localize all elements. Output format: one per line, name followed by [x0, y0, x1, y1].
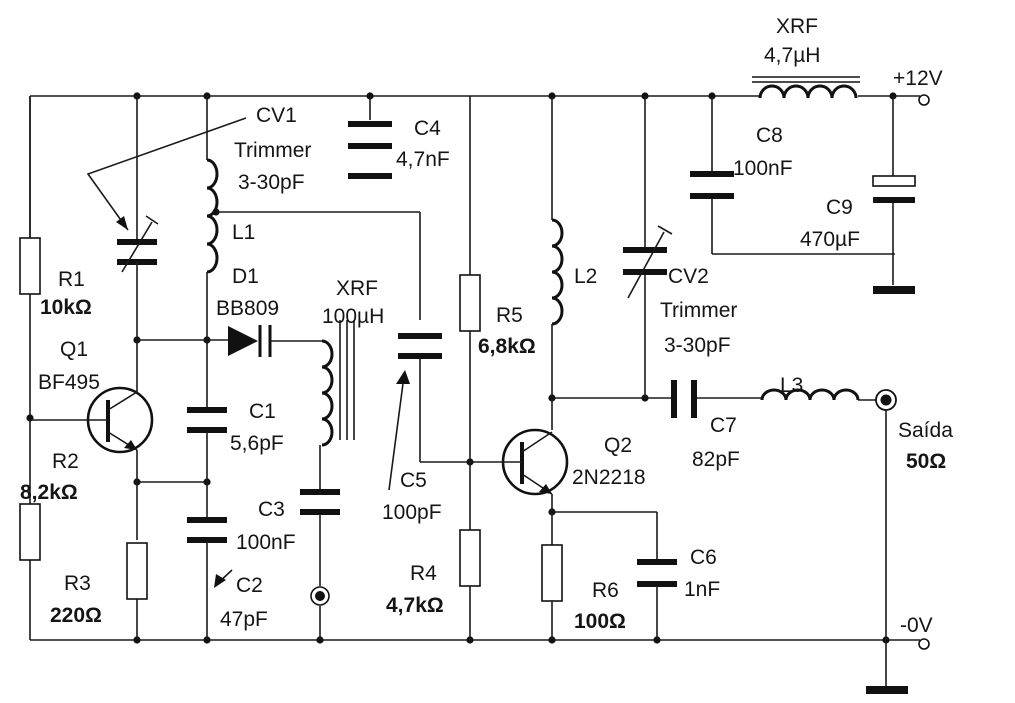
label-c7-name: C7 — [710, 414, 737, 437]
capacitor-c1 — [137, 340, 227, 518]
label-r3-name: R3 — [64, 572, 91, 595]
resistor-r4 — [459, 529, 481, 640]
label-r4-name: R4 — [410, 562, 437, 585]
label-c6-value: 1nF — [684, 578, 720, 601]
label-c9-name: C9 — [826, 196, 853, 219]
label-xrf-top-name: XRF — [776, 15, 818, 38]
capacitor-c3 — [300, 489, 340, 640]
label-cv2-type: Trimmer — [660, 299, 737, 322]
capacitor-c7 — [552, 380, 762, 418]
label-cv1-value: 3-30pF — [238, 171, 305, 194]
capacitor-c9 — [872, 96, 916, 294]
label-c5-name: C5 — [400, 469, 427, 492]
capacitor-c4 — [348, 96, 392, 179]
label-l1-name: L1 — [232, 221, 255, 244]
label-c6-name: C6 — [690, 546, 717, 569]
label-xrf-top-value: 4,7µH — [764, 44, 820, 67]
label-c1-name: C1 — [249, 400, 276, 423]
label-l2-name: L2 — [574, 265, 597, 288]
resistor-r2 — [19, 503, 41, 561]
resistor-r5 — [459, 96, 481, 530]
resistor-r6 — [541, 544, 563, 640]
label-d1-name: D1 — [232, 265, 259, 288]
label-cv2-name: CV2 — [668, 265, 709, 288]
label-cv2-value: 3-30pF — [664, 334, 731, 357]
label-q1-name: Q1 — [60, 338, 88, 361]
label-r6-value: 100Ω — [574, 610, 626, 633]
label-xrf-mid-name: XRF — [336, 277, 378, 300]
label-c4-value: 4,7nF — [396, 148, 450, 171]
capacitor-c5 — [388, 333, 500, 491]
capacitor-c2 — [187, 517, 233, 640]
label-d1-value: BB809 — [216, 297, 279, 320]
label-supply: +12V — [893, 67, 943, 90]
inductor-l1 — [206, 96, 421, 340]
inductor-l3 — [760, 388, 876, 401]
label-r5-value: 6,8kΩ — [478, 335, 536, 358]
choke-xrf-4-7uh — [752, 76, 860, 99]
label-c8-name: C8 — [756, 124, 783, 147]
resistor-r1 — [19, 96, 41, 295]
resistor-r3 — [126, 542, 148, 640]
capacitor-c8 — [690, 96, 895, 255]
label-l3-name: L3 — [780, 374, 803, 397]
transistor-q2 — [500, 428, 658, 560]
transistor-q1 — [30, 340, 154, 540]
label-r3-value: 220Ω — [50, 604, 102, 627]
label-c3-name: C3 — [258, 498, 285, 521]
component-labels: CV1 Trimmer 3-30pF C4 4,7nF XRF 4,7µH +1… — [20, 15, 953, 637]
label-c8-value: 100nF — [733, 157, 793, 180]
label-c7-value: 82pF — [692, 448, 740, 471]
label-ground: -0V — [900, 614, 933, 637]
label-r2-name: R2 — [52, 450, 79, 473]
label-output-value: 50Ω — [906, 450, 946, 473]
ground-terminal — [918, 638, 930, 650]
capacitor-c6 — [637, 559, 677, 640]
trimmer-cv2 — [623, 96, 673, 398]
trimmer-cv1 — [86, 96, 247, 340]
label-r5-name: R5 — [496, 304, 523, 327]
label-r2-value: 8,2kΩ — [20, 481, 78, 504]
label-c9-value: 470µF — [800, 228, 860, 251]
diode-d1 — [137, 325, 322, 357]
supply-terminal — [918, 94, 930, 106]
label-output-name: Saída — [898, 419, 953, 442]
label-q1-value: BF495 — [38, 371, 100, 394]
choke-xrf-100uh — [319, 320, 355, 490]
label-c4-name: C4 — [414, 117, 441, 140]
output-connector — [875, 389, 897, 688]
label-c1-value: 5,6pF — [230, 432, 284, 455]
label-c5-value: 100pF — [382, 501, 442, 524]
label-xrf-mid-value: 100µH — [322, 305, 384, 328]
label-q2-value: 2N2218 — [572, 466, 646, 489]
label-q2-name: Q2 — [604, 434, 632, 457]
label-c2-value: 47pF — [220, 608, 268, 631]
label-r4-value: 4,7kΩ — [386, 594, 444, 617]
label-c3-value: 100nF — [236, 531, 296, 554]
label-c2-name: C2 — [236, 574, 263, 597]
label-r6-name: R6 — [592, 579, 619, 602]
label-cv1-type: Trimmer — [234, 139, 311, 162]
inductor-l2 — [551, 96, 564, 430]
label-r1-value: 10kΩ — [40, 296, 92, 319]
label-r1-name: R1 — [58, 268, 85, 291]
label-cv1-name: CV1 — [256, 104, 297, 127]
